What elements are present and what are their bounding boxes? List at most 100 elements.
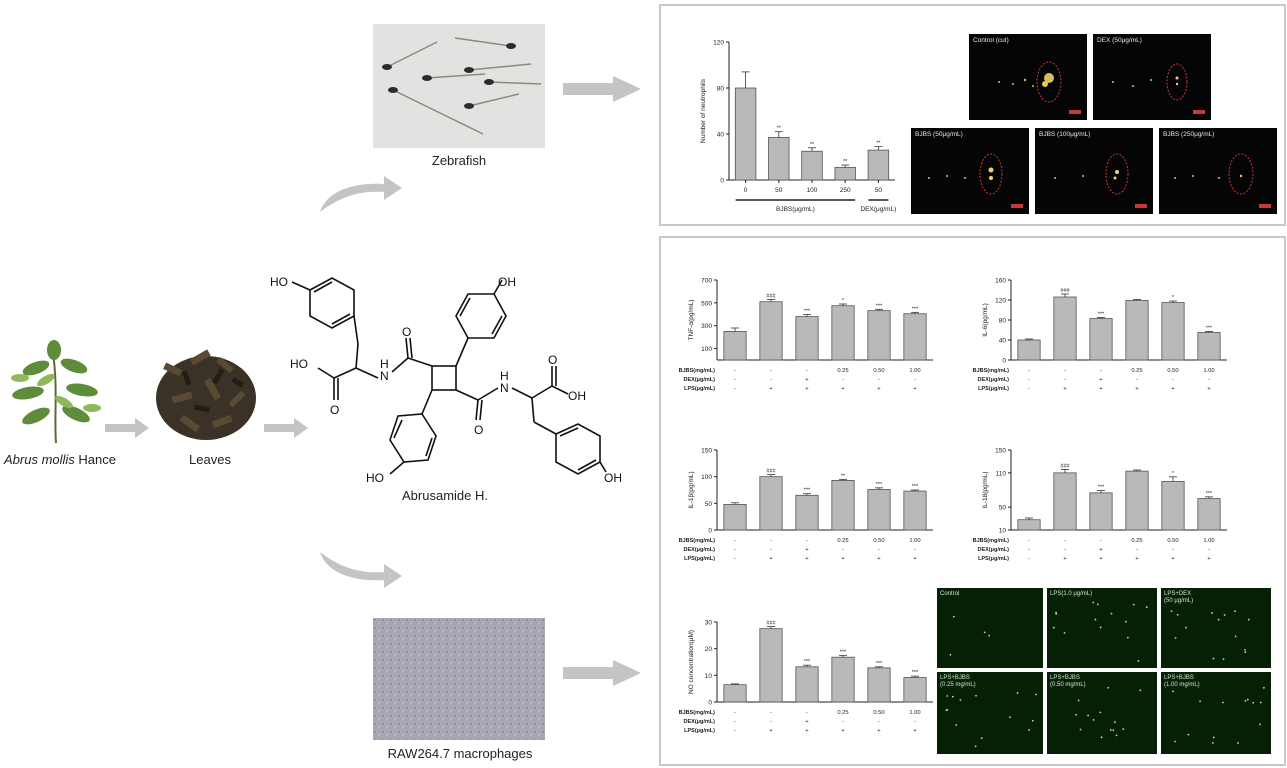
cell-dot bbox=[1172, 690, 1174, 693]
treatment-cell: + bbox=[877, 386, 881, 392]
cell-dot bbox=[1244, 651, 1247, 653]
bar bbox=[795, 494, 819, 531]
treatment-cell: - bbox=[1028, 386, 1030, 392]
treatment-cell: 0.25 bbox=[1131, 538, 1142, 544]
y-tick-label: 20 bbox=[705, 646, 713, 653]
treatment-cell: + bbox=[1099, 386, 1103, 392]
treatment-row-label: LPS(μg/mL) bbox=[684, 386, 715, 392]
cell-dot bbox=[1112, 729, 1115, 732]
cell-dot bbox=[945, 709, 948, 712]
raw264-macrophages-image bbox=[373, 618, 545, 740]
significance-label: *** bbox=[840, 649, 847, 655]
cell-dot bbox=[1234, 635, 1237, 638]
significance-label: *** bbox=[1098, 485, 1105, 491]
y-tick-label: 50 bbox=[705, 501, 713, 508]
treatment-cell: - bbox=[878, 547, 880, 553]
y-tick-label: 150 bbox=[701, 448, 712, 455]
image-label: LPS+BJBS (0.25 mg/mL) bbox=[940, 675, 976, 688]
neutrophil-fluorescence bbox=[1174, 153, 1271, 208]
significance-label: *** bbox=[804, 488, 811, 494]
significance-label: *** bbox=[804, 309, 811, 315]
treatment-cell: - bbox=[734, 556, 736, 562]
bar bbox=[1125, 300, 1149, 361]
cell-dot bbox=[1223, 614, 1226, 616]
significance-label: * bbox=[842, 298, 845, 304]
treatment-cell: + bbox=[769, 728, 773, 734]
atom-label: O bbox=[548, 353, 557, 367]
treatment-cell: + bbox=[1063, 386, 1067, 392]
treatment-cell: - bbox=[1028, 538, 1030, 544]
treatment-cell: + bbox=[805, 719, 809, 725]
atom-label: N bbox=[380, 369, 389, 383]
image-label: LPS+DEX (50 μg/mL) bbox=[1164, 591, 1194, 604]
cell-fluorescence bbox=[1172, 686, 1265, 744]
treatment-cell: - bbox=[914, 377, 916, 383]
treatment-cell: - bbox=[734, 547, 736, 553]
significance-label: ** bbox=[810, 142, 815, 148]
treatment-cell: 0.50 bbox=[873, 368, 884, 374]
treatment-cell: + bbox=[1171, 386, 1175, 392]
treatment-cell: + bbox=[1099, 377, 1103, 383]
y-axis-label: TNF-α(pg/mL) bbox=[688, 300, 695, 341]
cell-dot bbox=[980, 737, 983, 740]
y-tick-label: 40 bbox=[999, 338, 1007, 345]
abrusamide-h-structure: HO HO HO OH OH OH O O O O H N N H bbox=[270, 275, 622, 485]
treatment-cell: - bbox=[842, 719, 844, 725]
cell-dot bbox=[1094, 618, 1097, 621]
y-tick-label: 120 bbox=[995, 298, 1006, 305]
cell-dot bbox=[1092, 718, 1095, 721]
y-axis-label: Number of neutrophils bbox=[700, 78, 707, 143]
cell-dot bbox=[1244, 700, 1247, 702]
cell-dot bbox=[1211, 742, 1214, 744]
bar bbox=[768, 137, 790, 181]
cell-dot bbox=[1100, 736, 1103, 739]
treatment-cell: 0.25 bbox=[837, 710, 848, 716]
treatment-cell: - bbox=[734, 710, 736, 716]
treatment-row-label: DEX(μg/mL) bbox=[978, 547, 1010, 553]
y-tick-label: 40 bbox=[717, 132, 725, 139]
atom-label: HO bbox=[270, 275, 288, 289]
cell-dot bbox=[1217, 618, 1220, 621]
treatment-cell: + bbox=[1063, 556, 1067, 562]
arrow-right-icon bbox=[563, 76, 641, 102]
treatment-cell: + bbox=[1135, 386, 1139, 392]
y-tick-label: 80 bbox=[717, 86, 725, 93]
cell-dot bbox=[1075, 713, 1078, 716]
neutrophil-fluorescence bbox=[1112, 63, 1205, 114]
image-label: BJBS (250μg/mL) bbox=[1163, 131, 1215, 138]
bar bbox=[831, 305, 855, 361]
cell-fluorescence bbox=[949, 615, 990, 656]
cell-dot bbox=[1139, 689, 1142, 692]
cell-dot bbox=[1052, 626, 1055, 629]
y-tick-label: 300 bbox=[701, 323, 712, 330]
cell-dot bbox=[1244, 648, 1246, 651]
image-label: Control bbox=[940, 591, 960, 597]
treatment-cell: - bbox=[770, 368, 772, 374]
treatment-cell: 1.00 bbox=[909, 538, 920, 544]
y-tick-label: 30 bbox=[705, 620, 713, 627]
significance-label: ** bbox=[876, 141, 881, 147]
significance-label: ### bbox=[1060, 288, 1070, 294]
treatment-cell: + bbox=[1207, 556, 1211, 562]
cell-dot bbox=[951, 695, 954, 698]
cell-dot bbox=[1174, 740, 1176, 743]
treatment-cell: - bbox=[914, 719, 916, 725]
cell-dot bbox=[1035, 693, 1038, 696]
treatment-cell: + bbox=[913, 556, 917, 562]
curved-arrow-up-icon bbox=[320, 176, 402, 212]
significance-label: *** bbox=[1098, 312, 1105, 318]
macrophage-image-bjbs-050: LPS+BJBS (0.50 mg/mL) bbox=[1047, 672, 1157, 754]
y-tick-label: 120 bbox=[713, 40, 724, 47]
cell-dot bbox=[1009, 716, 1011, 719]
bar bbox=[723, 684, 747, 703]
bar bbox=[734, 87, 757, 181]
cell-dot bbox=[974, 745, 977, 748]
image-label: BJBS (50μg/mL) bbox=[915, 131, 963, 138]
neutrophil-fluorescence bbox=[928, 153, 1023, 208]
bar bbox=[759, 628, 783, 703]
treatment-cell: 0.50 bbox=[1167, 368, 1178, 374]
treatment-cell: + bbox=[805, 728, 809, 734]
atom-label: N bbox=[500, 381, 509, 395]
bar bbox=[795, 316, 819, 361]
